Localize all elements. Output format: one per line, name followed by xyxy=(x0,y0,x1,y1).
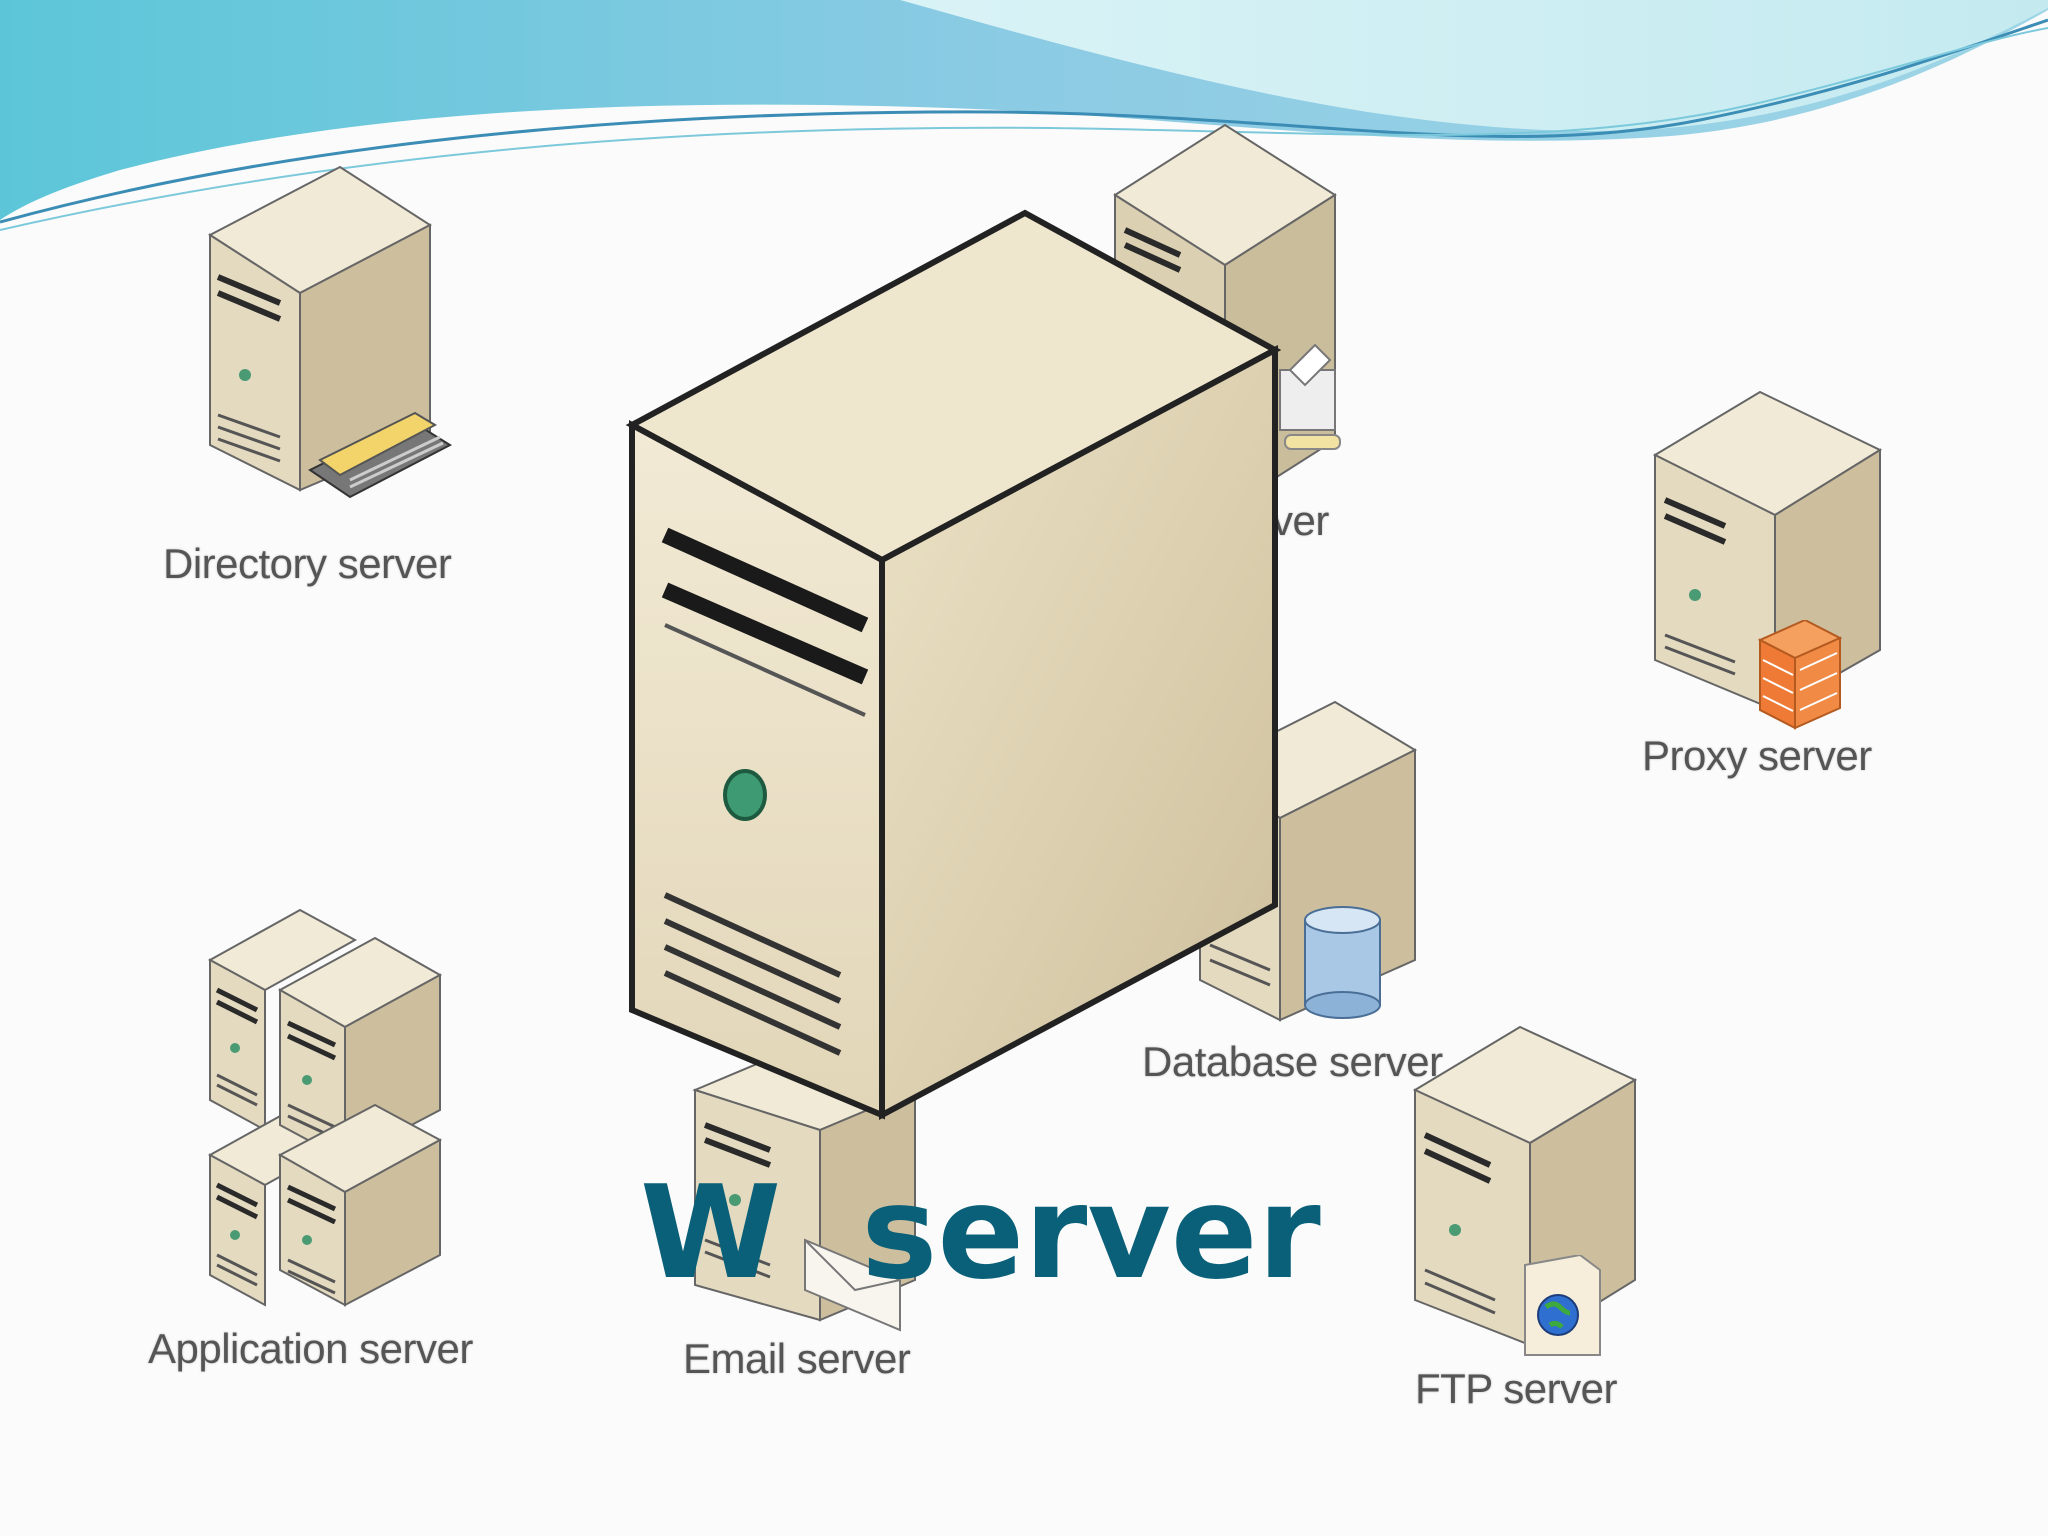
central-server-icon xyxy=(625,209,1282,1121)
email-server-label: Email server xyxy=(683,1335,911,1382)
header-wave-decoration xyxy=(0,0,2048,231)
proxy-server-label: Proxy server xyxy=(1642,732,1872,779)
slide-title: W server xyxy=(640,1170,1321,1298)
firewall-icon xyxy=(1757,620,1843,730)
directory-server-label: Directory server xyxy=(163,540,452,587)
database-server-label: Database server xyxy=(1142,1038,1443,1085)
globe-document-icon xyxy=(1524,1255,1601,1356)
envelope-icon xyxy=(804,1238,901,1332)
email-server-icon xyxy=(692,1048,918,1322)
application-server-icon xyxy=(207,908,443,1307)
top-server-label: ver xyxy=(1272,497,1329,544)
ftp-server-label: FTP server xyxy=(1415,1365,1617,1412)
application-server-label: Application server xyxy=(148,1325,473,1372)
title-first-letter: W xyxy=(640,1159,782,1308)
directory-book-icon xyxy=(308,411,453,499)
title-rest: server xyxy=(861,1159,1321,1308)
printer-icon xyxy=(1279,343,1341,450)
database-cylinder-icon xyxy=(1304,906,1381,1019)
